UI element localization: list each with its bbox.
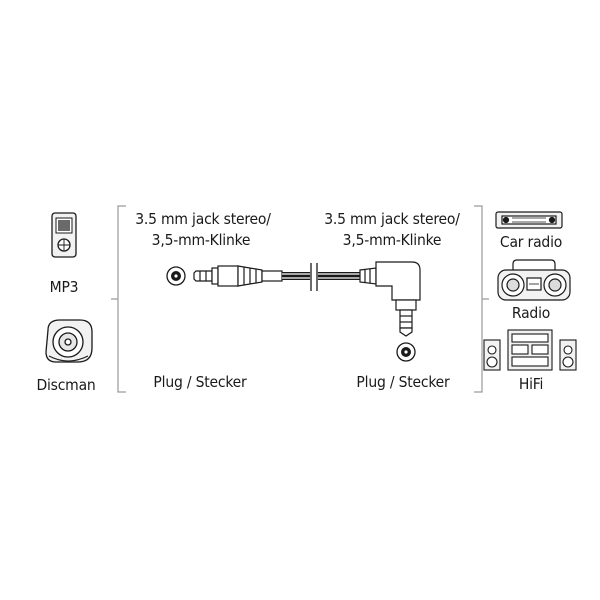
left-straight-plug: [193, 265, 283, 287]
discman-icon: [45, 319, 93, 363]
mp3-player-icon: [51, 212, 77, 258]
cable-line: [282, 262, 360, 292]
left-bracket: [111, 205, 126, 393]
boombox-icon: [497, 259, 571, 301]
right-spec-line2: 3,5-mm-Klinke: [342, 231, 442, 249]
left-spec-line2: 3,5-mm-Klinke: [151, 231, 251, 249]
right-spec-line1: 3.5 mm jack stereo/: [324, 210, 460, 228]
radio-label: Radio: [511, 304, 551, 322]
car-radio-icon: [495, 211, 563, 229]
mp3-label: MP3: [49, 278, 79, 296]
left-type-label: Plug / Stecker: [153, 373, 247, 391]
left-socket-icon: [166, 266, 186, 286]
hifi-label: HiFi: [518, 375, 544, 393]
right-socket-icon: [396, 342, 416, 362]
right-bracket: [474, 205, 489, 393]
car-radio-label: Car radio: [499, 233, 563, 251]
hifi-system-icon: [483, 329, 577, 371]
right-angled-plug: [359, 261, 421, 337]
discman-label: Discman: [36, 376, 96, 394]
right-type-label: Plug / Stecker: [356, 373, 450, 391]
left-spec-line1: 3.5 mm jack stereo/: [135, 210, 271, 228]
